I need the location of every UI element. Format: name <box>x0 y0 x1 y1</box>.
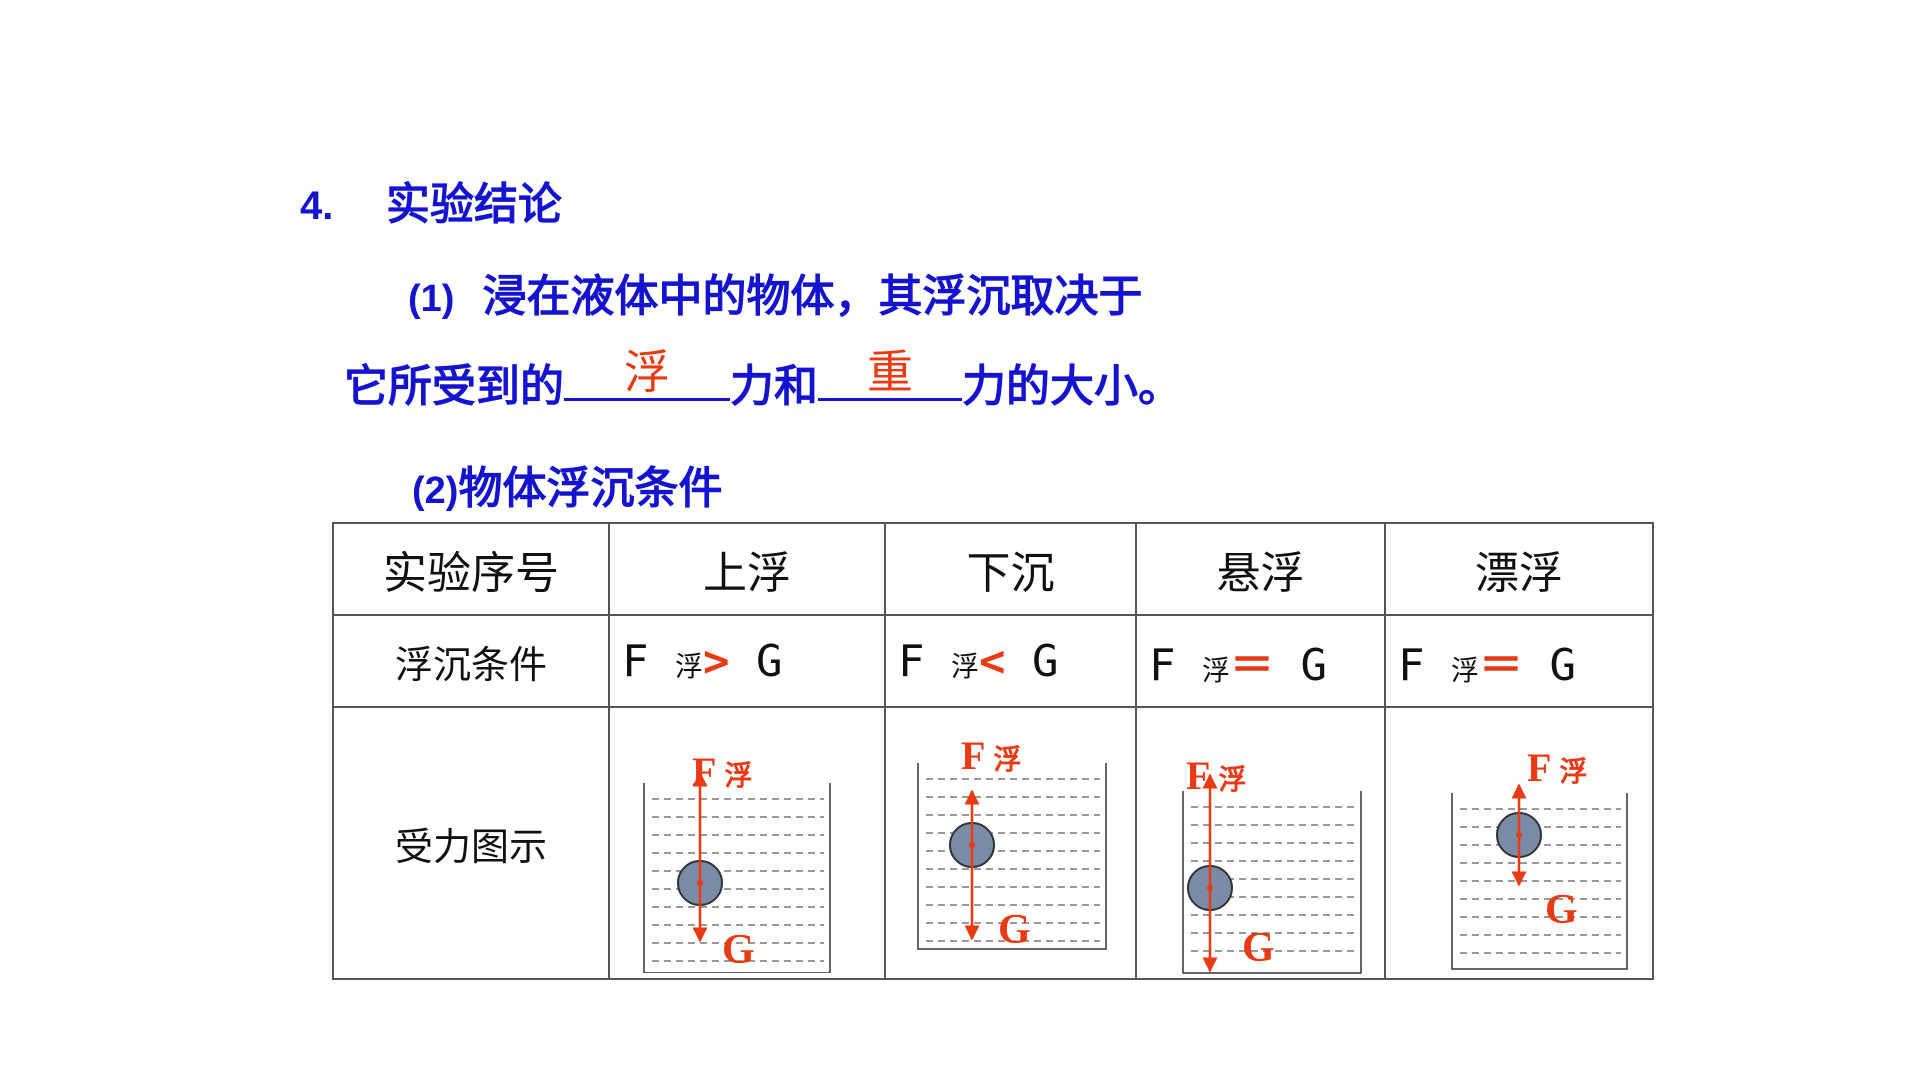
conclusion-1-text: 浸在液体中的物体，其浮沉取决于 <box>482 271 1143 322</box>
beaker <box>1182 791 1362 974</box>
line-2-suffix: 力的大小。 <box>962 361 1182 412</box>
conclusion-2-title: 物体浮沉条件 <box>458 463 723 514</box>
condition-cell: F 浮> G <box>608 614 886 708</box>
beaker <box>1450 793 1628 970</box>
beaker <box>643 783 831 973</box>
diagram-row-label: 受力图示 <box>332 706 610 980</box>
gravity-label: G <box>1242 925 1275 971</box>
section-heading: 4. 实验结论 <box>300 168 562 232</box>
header-cell: 上浮 <box>608 522 886 616</box>
conclusion-1-number: (1) <box>408 278 455 320</box>
gravity-label: G <box>722 927 755 973</box>
blank-1-answer: 浮 <box>624 345 670 399</box>
header-cell: 悬浮 <box>1135 522 1386 616</box>
condition-cell: F 浮＝ G <box>1384 614 1654 708</box>
condition-row: 浮沉条件 F 浮> G F 浮< G F 浮＝ G F 浮＝ G <box>332 614 1654 708</box>
center-dot <box>969 842 975 848</box>
center-dot <box>1515 832 1522 838</box>
header-cell: 漂浮 <box>1384 522 1654 616</box>
section-title: 实验结论 <box>386 179 562 230</box>
float-sink-table: 实验序号 上浮 下沉 悬浮 漂浮 浮沉条件 F 浮> G F 浮< G F 浮＝… <box>332 522 1654 980</box>
condition-cell: F 浮< G <box>884 614 1137 708</box>
header-cell: 下沉 <box>884 522 1137 616</box>
table-header-row: 实验序号 上浮 下沉 悬浮 漂浮 <box>332 522 1654 616</box>
section-number: 4. <box>300 184 334 228</box>
line-2-middle: 力和 <box>730 361 818 412</box>
condition-row-label: 浮沉条件 <box>332 614 610 708</box>
blank-buoyancy: 浮 <box>564 345 730 401</box>
blank-2-answer: 重 <box>867 345 913 399</box>
condition-cell: F 浮＝ G <box>1135 614 1386 708</box>
blank-gravity: 重 <box>818 345 962 401</box>
line-2-prefix: 它所受到的 <box>344 361 564 412</box>
gravity-label: G <box>998 907 1031 953</box>
center-dot <box>1207 885 1213 891</box>
center-dot <box>697 880 703 886</box>
conclusion-1-line-2: 它所受到的 浮 力和重力的大小。 <box>344 345 1182 414</box>
header-cell: 实验序号 <box>332 522 610 616</box>
gravity-label: G <box>1545 887 1578 933</box>
conclusion-2-number: (2) <box>412 470 459 512</box>
beaker <box>917 763 1107 950</box>
conclusion-1-line-1: (1) 浸在液体中的物体，其浮沉取决于 <box>408 260 1142 324</box>
conclusion-2-heading: (2)物体浮沉条件 <box>412 452 722 516</box>
